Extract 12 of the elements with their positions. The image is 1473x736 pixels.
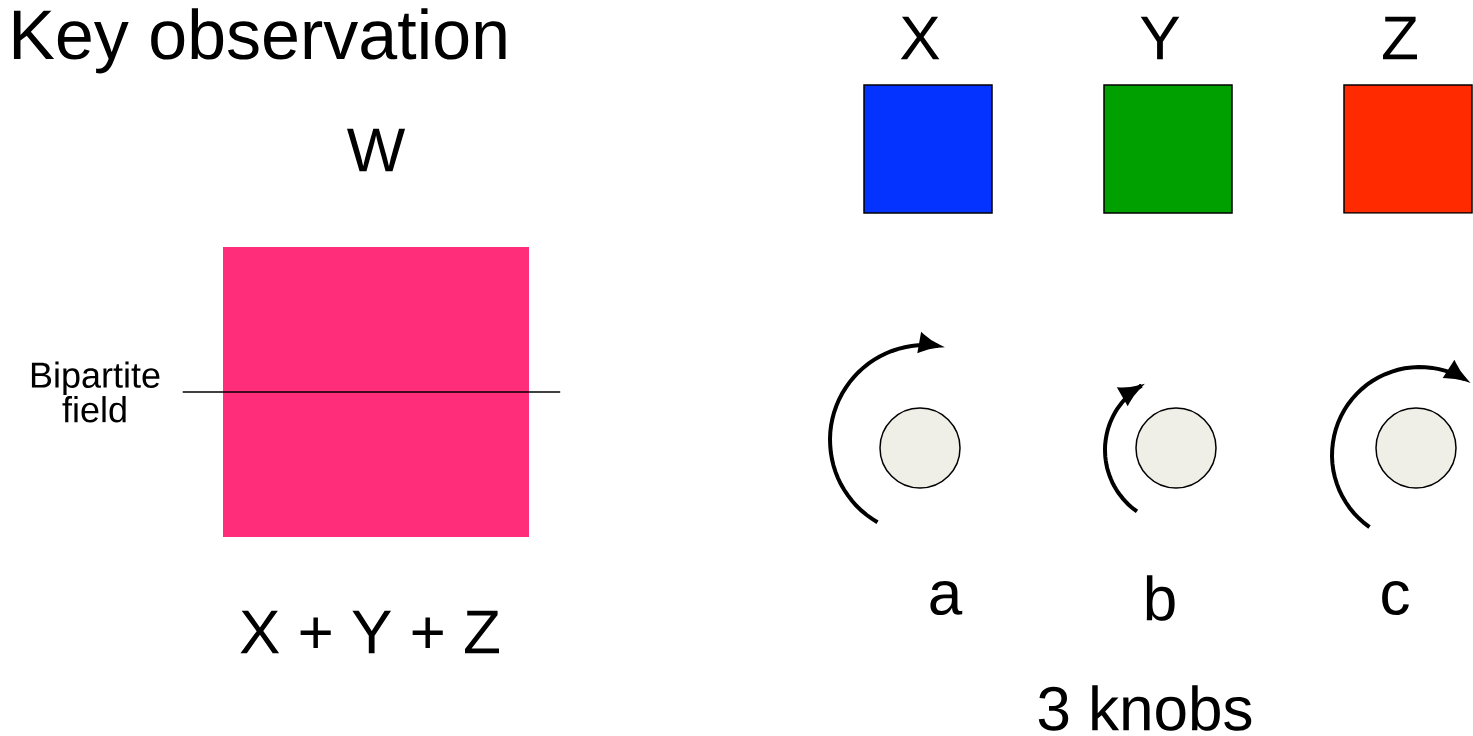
title: Key observation	[13, 8, 506, 74]
square-heading: W	[347, 128, 406, 172]
square-heading: X	[900, 16, 940, 60]
field-label: Bipartite field	[31, 361, 160, 423]
square-heading: Y	[1140, 16, 1180, 60]
sum-label: X + Y + Z	[240, 610, 499, 654]
caption: 3 knobs	[1038, 685, 1252, 731]
knob-label: c	[1382, 581, 1409, 615]
knob-label: b	[1146, 575, 1175, 621]
leader-line	[181, 391, 561, 393]
knob-label: a	[930, 581, 963, 615]
square-heading: Z	[1383, 16, 1417, 60]
